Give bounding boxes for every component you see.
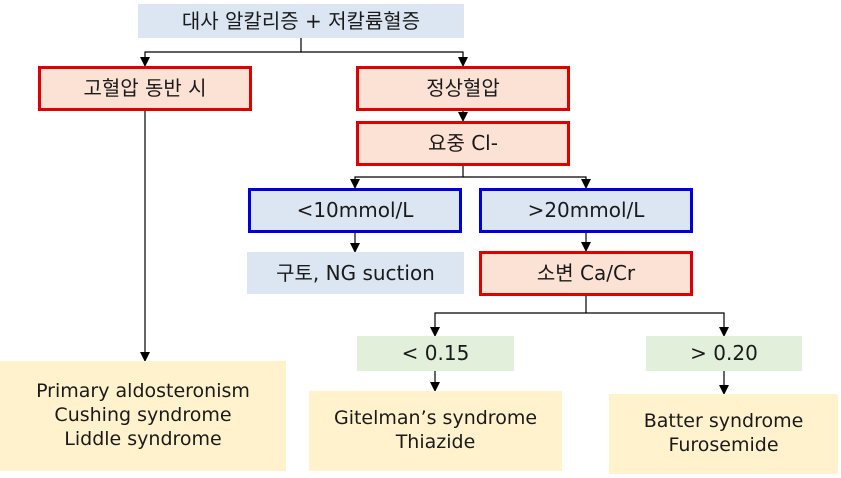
connector-urine-cl-to-high	[463, 176, 591, 189]
bartter-node: Batter syndrome Furosemide	[609, 394, 838, 474]
connector-ca-cr-split	[430, 296, 587, 337]
ratio-low-node: < 0.15	[357, 336, 514, 371]
urine-cl-node-label: 요중 Cl-	[428, 131, 498, 155]
cl-low-node-label: <10mmol/L	[296, 198, 414, 222]
thiazide-label: Thiazide	[395, 431, 476, 453]
connector-root-to-normotension	[301, 51, 468, 67]
connector-root-split	[140, 38, 302, 67]
primary-aldosteronism-label: Primary aldosteronism	[36, 380, 250, 403]
gitelman-syndrome-label: Gitelman’s syndrome	[333, 407, 538, 430]
root-node-label: 대사 알칼리증 + 저칼륨혈증	[181, 8, 421, 33]
normotension-node-label: 정상혈압	[426, 76, 500, 100]
gitelman-node: Gitelman’s syndrome Thiazide	[309, 391, 562, 471]
liddle-syndrome-label: Liddle syndrome	[64, 427, 222, 450]
hypertension-node-label: 고혈압 동반 시	[83, 76, 207, 100]
hypertension-node: 고혈압 동반 시	[38, 66, 252, 111]
urine-ca-cr-node-label: 소변 Ca/Cr	[536, 261, 636, 285]
cushing-syndrome-label: Cushing syndrome	[54, 404, 232, 427]
vomit-node-label: 구토, NG suction	[276, 260, 435, 285]
urine-cl-node: 요중 Cl-	[356, 121, 570, 166]
cl-high-node: >20mmol/L	[479, 188, 693, 233]
urine-ca-cr-node: 소변 Ca/Cr	[479, 251, 693, 296]
hypertension-causes-node: Primary aldosteronism Cushing syndrome L…	[0, 361, 286, 471]
ratio-low-node-label: < 0.15	[401, 341, 470, 365]
ratio-high-node: > 0.20	[646, 336, 802, 371]
connector-urine-cl-split	[350, 166, 464, 189]
batter-syndrome-label: Batter syndrome	[643, 410, 804, 433]
root-node: 대사 알칼리증 + 저칼륨혈증	[138, 4, 464, 38]
cl-high-node-label: >20mmol/L	[527, 198, 645, 222]
connector-ca-cr-to-high	[586, 312, 729, 337]
furosemide-label: Furosemide	[668, 434, 779, 456]
vomit-node: 구토, NG suction	[247, 252, 464, 294]
normotension-node: 정상혈압	[356, 66, 570, 111]
cl-low-node: <10mmol/L	[248, 188, 462, 233]
ratio-high-node-label: > 0.20	[690, 341, 758, 365]
